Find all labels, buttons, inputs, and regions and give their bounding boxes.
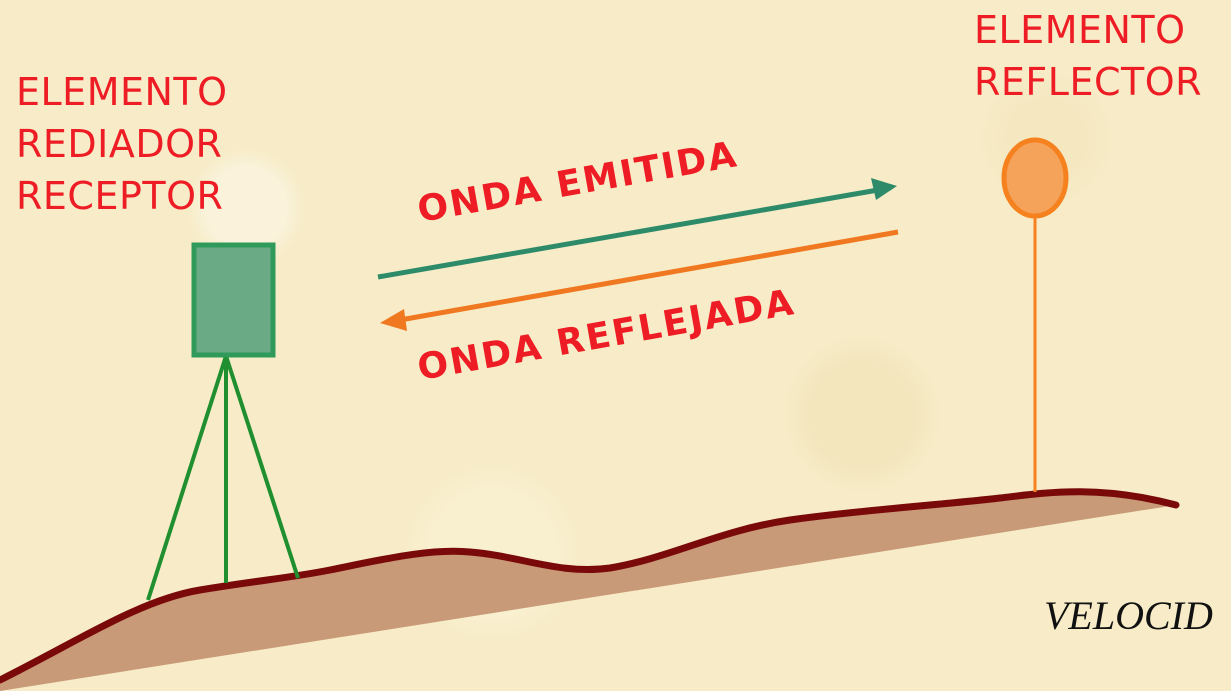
label-line: ELEMENTO: [974, 8, 1186, 52]
label-line: RECEPTOR: [16, 174, 224, 218]
label-line: REDIADOR: [16, 122, 223, 166]
terrain-outline: [0, 488, 1180, 684]
reflected-wave-arrow: [380, 229, 899, 331]
velocity-text: VELOCID: [1044, 593, 1213, 638]
emitted-wave-label: ONDA EMITIDA: [414, 134, 741, 231]
tripod: [146, 355, 300, 601]
radiator-receiver-label: ELEMENTO REDIADOR RECEPTOR: [16, 66, 228, 222]
emitted-wave-arrow: [377, 178, 897, 280]
radiator-receiver-device: [191, 242, 276, 358]
reflector-target: [1001, 137, 1069, 219]
terrain-fill: [0, 491, 1176, 691]
reflector-label: ELEMENTO REFLECTOR: [974, 4, 1202, 108]
reflected-wave-label: ONDA REFLEJADA: [414, 282, 798, 389]
label-line: REFLECTOR: [974, 60, 1203, 104]
label-line: ELEMENTO: [16, 70, 228, 114]
